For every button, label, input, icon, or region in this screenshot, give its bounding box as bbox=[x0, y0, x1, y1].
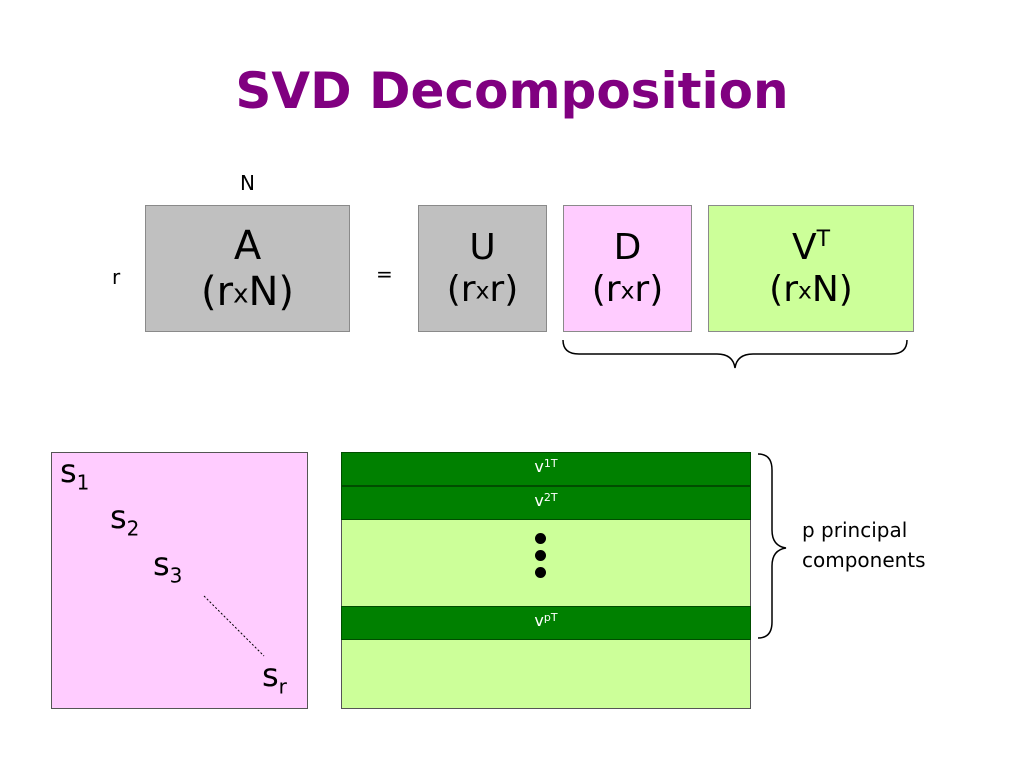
diagonal-dotted-line bbox=[203, 595, 265, 657]
n-label: N bbox=[240, 171, 255, 195]
ellipsis-dot-3 bbox=[535, 567, 546, 578]
diag-sr: sr bbox=[262, 656, 287, 699]
diagonal-matrix bbox=[51, 452, 308, 709]
matrix-d: D (rxr) bbox=[563, 205, 692, 332]
horizontal-brace bbox=[562, 339, 908, 369]
matrix-vt: VT (rxN) bbox=[708, 205, 914, 332]
ellipsis-dot-1 bbox=[535, 533, 546, 544]
principal-components-label: p principal components bbox=[802, 518, 926, 572]
vertical-brace bbox=[757, 453, 787, 639]
matrix-u-name: U bbox=[469, 227, 496, 269]
r-label: r bbox=[112, 265, 121, 289]
matrix-a-dims: (rxN) bbox=[201, 268, 294, 315]
equals-sign: = bbox=[376, 262, 393, 286]
matrix-d-name: D bbox=[613, 227, 642, 269]
ellipsis-dot-2 bbox=[535, 550, 546, 561]
matrix-u-dims: (rxr) bbox=[446, 268, 519, 310]
matrix-d-dims: (rxr) bbox=[591, 268, 664, 310]
diag-s1: s1 bbox=[60, 452, 90, 495]
matrix-a-name: A bbox=[233, 222, 262, 269]
diag-s2: s2 bbox=[110, 498, 140, 541]
matrix-vt-name: VT bbox=[791, 227, 831, 269]
matrix-u: U (rxr) bbox=[418, 205, 547, 332]
matrix-a: A (rxN) bbox=[145, 205, 350, 332]
diag-s3: s3 bbox=[153, 545, 183, 588]
page-title: SVD Decomposition bbox=[235, 62, 789, 120]
matrix-vt-dims: (rxN) bbox=[769, 268, 853, 310]
